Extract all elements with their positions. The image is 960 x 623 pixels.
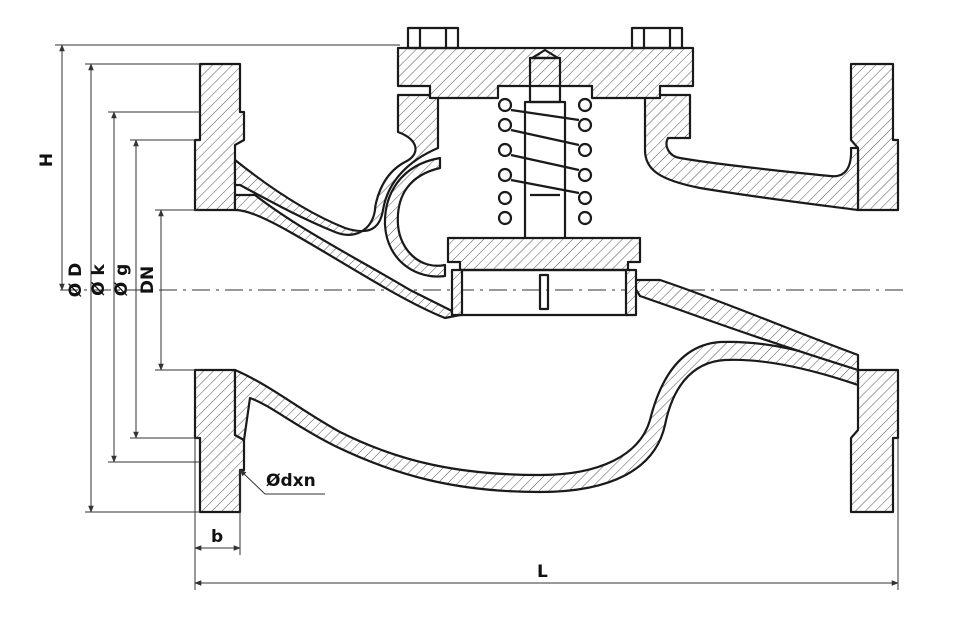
label-d: Ø D [66, 263, 86, 297]
label-dn: DN [138, 266, 158, 294]
bolt-left [406, 26, 460, 50]
bolt-right [630, 26, 684, 50]
lower-body-wall [233, 340, 860, 494]
label-g: Ø g [112, 264, 132, 297]
guide-cap [530, 48, 560, 60]
right-flange-lower [849, 368, 900, 514]
dimension-lines [55, 44, 899, 590]
upper-body-wall-right [643, 93, 860, 212]
upper-body-wall-left [233, 93, 440, 236]
lower-web [628, 278, 860, 372]
seat-right [624, 268, 638, 317]
label-b: b [211, 527, 223, 547]
bonnet-cover [396, 46, 695, 100]
valve-stem [523, 100, 567, 244]
partition-curve [383, 156, 447, 278]
seat-slot [538, 273, 550, 311]
label-k: Ø k [89, 263, 109, 295]
spring [497, 97, 593, 226]
left-flange [193, 62, 246, 212]
right-flange [849, 62, 900, 212]
label-h: H [37, 153, 57, 167]
upper-web [233, 193, 462, 320]
label-dxn: Ødxn [266, 471, 316, 491]
seat-left [450, 268, 464, 317]
label-l: L [537, 562, 548, 582]
valve-disc [446, 236, 642, 272]
